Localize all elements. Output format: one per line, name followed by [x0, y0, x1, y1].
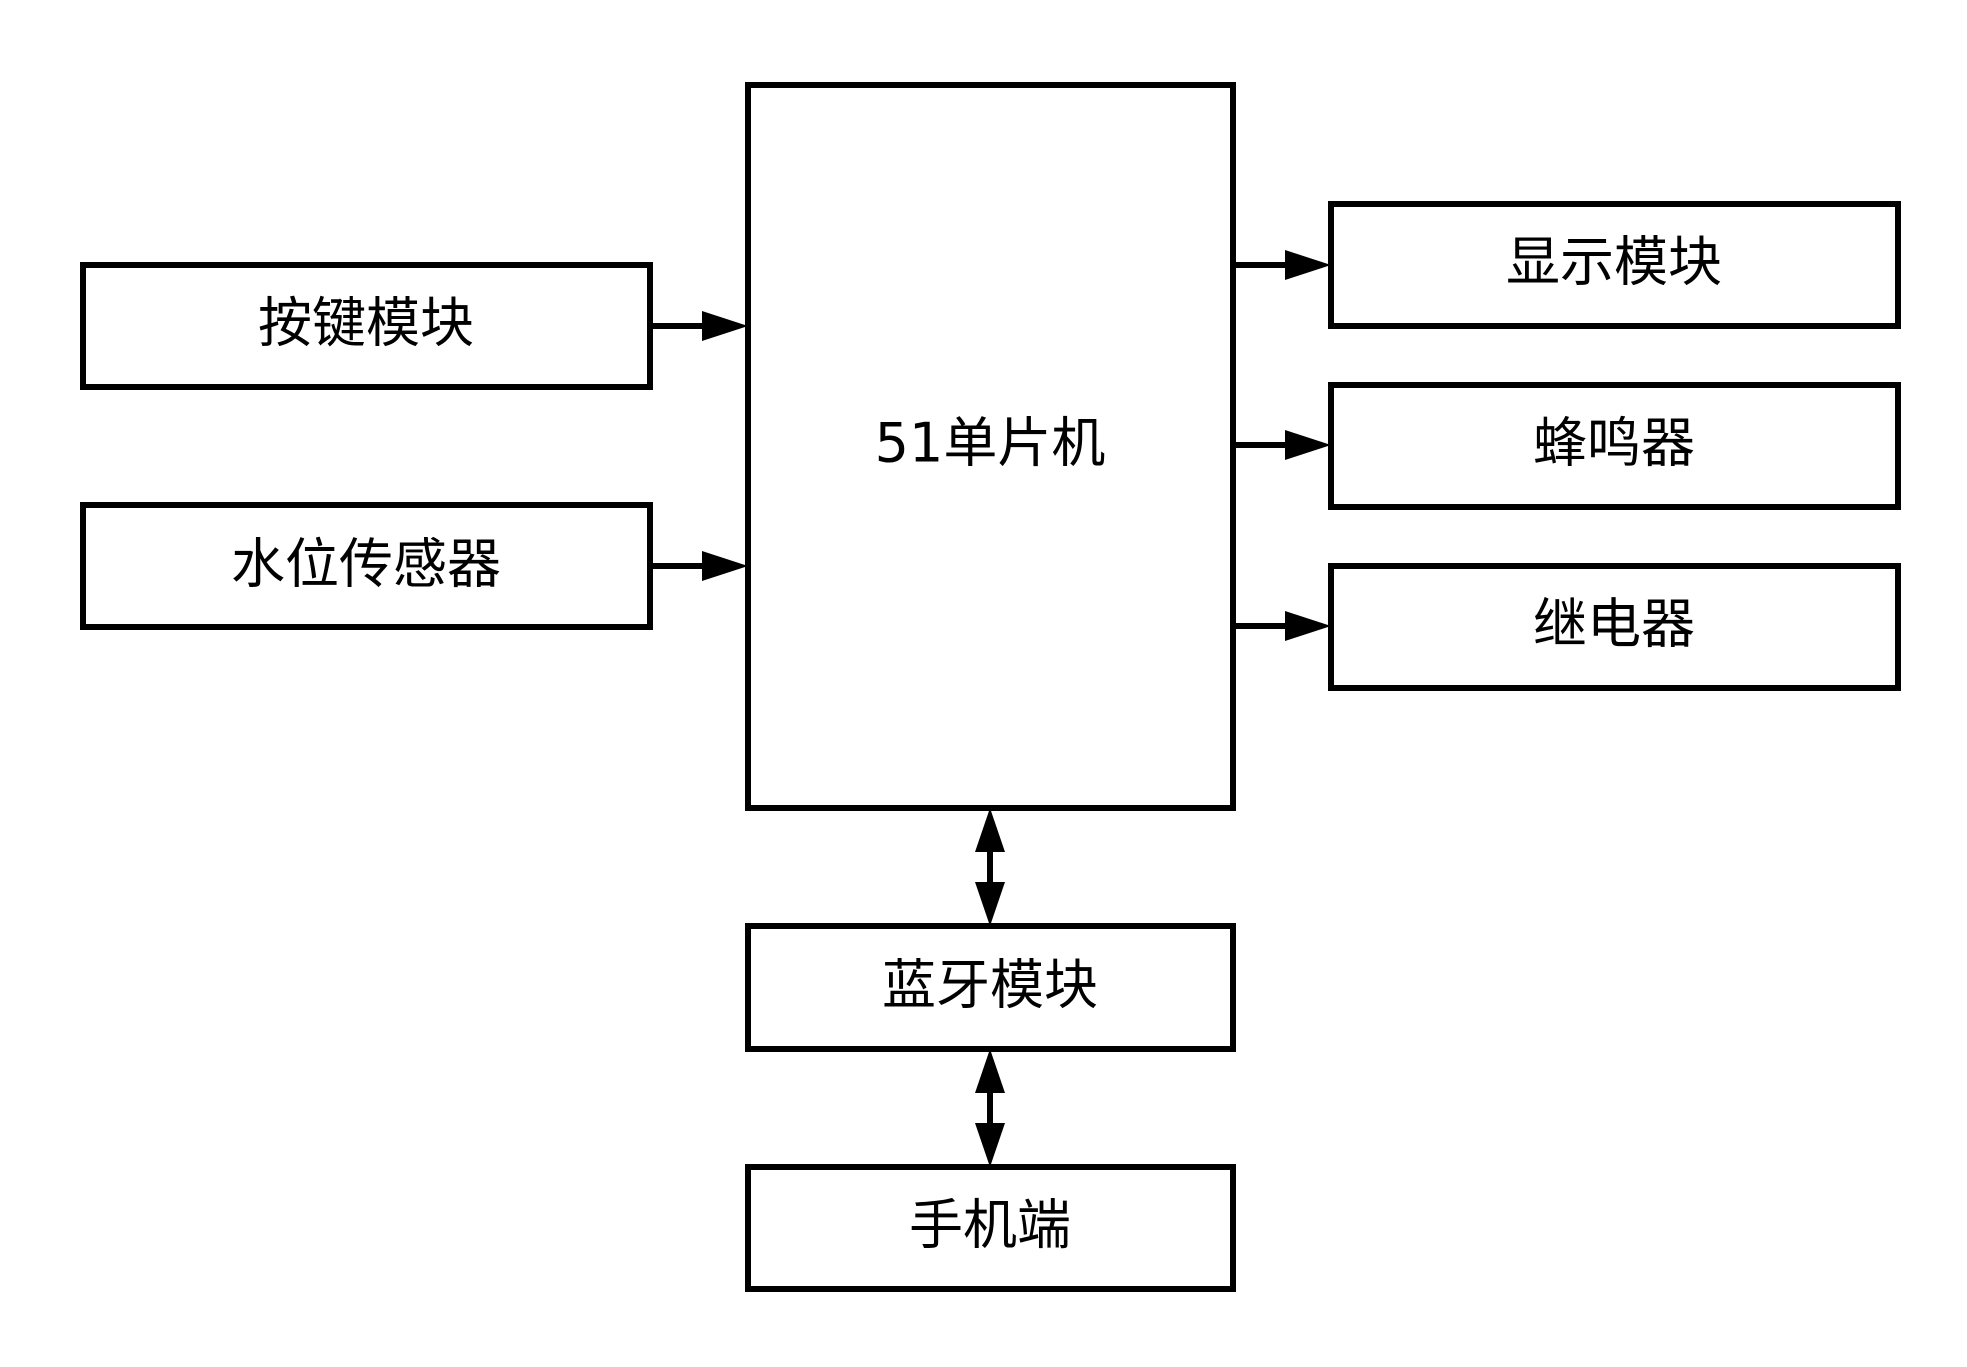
arrow-mcu-to-buzzer [1233, 430, 1331, 460]
connections [650, 250, 1331, 1167]
arrow-mcu-to-display [1233, 250, 1331, 280]
phone-label: 手机端 [909, 1194, 1071, 1257]
mcu-label: 51单片机 [875, 412, 1106, 475]
arrow-keypad-to-mcu [650, 311, 748, 341]
display-label: 显示模块 [1506, 231, 1722, 294]
arrow-bluetooth-phone-bidirectional [975, 1049, 1005, 1167]
keypad-block: 按键模块 [80, 262, 653, 390]
relay-block: 继电器 [1328, 563, 1901, 691]
display-block: 显示模块 [1328, 201, 1901, 329]
buzzer-label: 蜂鸣器 [1533, 412, 1695, 475]
water-sensor-label: 水位传感器 [231, 533, 501, 596]
buzzer-block: 蜂鸣器 [1328, 382, 1901, 510]
bluetooth-block: 蓝牙模块 [745, 923, 1236, 1052]
arrow-mcu-bluetooth-bidirectional [975, 808, 1005, 926]
arrow-mcu-to-relay [1233, 611, 1331, 641]
keypad-label: 按键模块 [258, 292, 474, 355]
water-sensor-block: 水位传感器 [80, 502, 653, 630]
phone-block: 手机端 [745, 1164, 1236, 1292]
bluetooth-label: 蓝牙模块 [882, 954, 1098, 1017]
relay-label: 继电器 [1533, 593, 1695, 656]
mcu-block: 51单片机 [745, 82, 1236, 811]
arrow-water-sensor-to-mcu [650, 551, 748, 581]
